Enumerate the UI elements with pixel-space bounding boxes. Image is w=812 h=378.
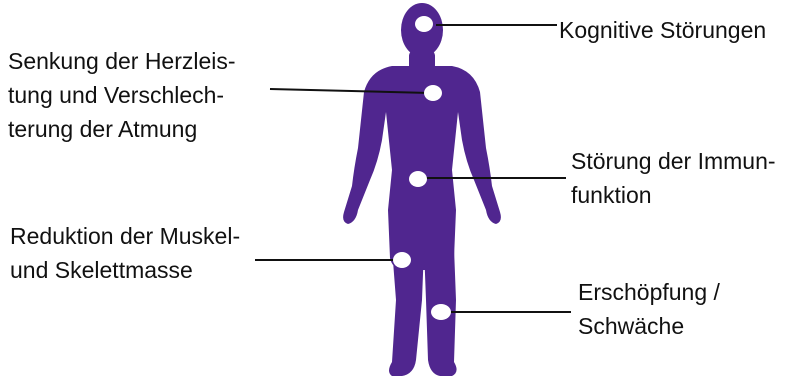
label-heart-line1: Senkung der Herzleis-: [8, 44, 236, 78]
label-heart-line2: tung und Verschlech-: [8, 78, 236, 112]
label-immune-function: Störung der Immun- funktion: [571, 144, 776, 212]
marker-heart: [424, 85, 442, 101]
marker-cognitive: [415, 16, 433, 32]
human-figure-silhouette: [343, 3, 501, 376]
label-fatigue-line1: Erschöpfung /: [578, 275, 720, 309]
marker-immune: [409, 171, 427, 187]
label-cognitive-line1: Kognitive Störungen: [559, 13, 766, 47]
label-immune-line1: Störung der Immun-: [571, 144, 776, 178]
figure-left-leg: [389, 248, 424, 376]
label-immune-line2: funktion: [571, 178, 776, 212]
label-fatigue-weakness: Erschöpfung / Schwäche: [578, 275, 720, 343]
marker-fatigue: [431, 304, 451, 320]
label-fatigue-line2: Schwäche: [578, 309, 720, 343]
label-heart-line3: terung der Atmung: [8, 112, 236, 146]
label-muscle-line2: und Skelettmasse: [10, 253, 240, 287]
label-muscle-skeletal-mass: Reduktion der Muskel- und Skelettmasse: [10, 219, 240, 287]
figure-torso: [343, 66, 501, 270]
label-muscle-line1: Reduktion der Muskel-: [10, 219, 240, 253]
label-heart-breathing: Senkung der Herzleis- tung und Verschlec…: [8, 44, 236, 146]
label-cognitive-disorders: Kognitive Störungen: [559, 13, 766, 47]
marker-muscle: [393, 252, 411, 268]
